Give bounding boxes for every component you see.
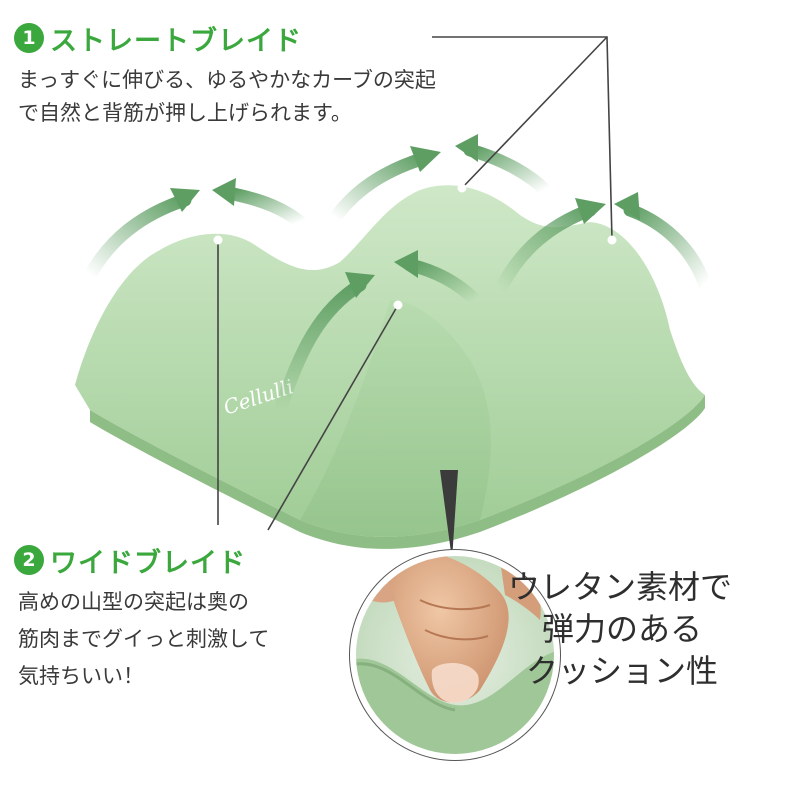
material-caption: ウレタン素材で 弾力のある クッション性 — [508, 566, 788, 692]
description-line: 気持ちいい！ — [18, 664, 144, 688]
feature-2-heading: 2 ワイドブレイド — [14, 540, 246, 580]
pointer-triangle — [440, 470, 458, 560]
arrow-icon — [273, 278, 367, 417]
caption-line: ウレタン素材で — [508, 568, 733, 606]
arrow-head-icon — [170, 188, 200, 212]
arrow-head-icon — [394, 250, 418, 278]
description-line: 高めの山型の突起は奥の — [18, 590, 249, 614]
feature-number-badge: 1 — [14, 23, 44, 53]
finger-icon — [384, 553, 509, 703]
arrow-head-icon — [455, 134, 478, 162]
arrow-icon — [83, 193, 192, 282]
caption-line: 弾力のある — [542, 610, 703, 648]
description-line: で自然と背筋が押し上げられます。 — [18, 101, 352, 125]
leader-dots — [213, 183, 617, 310]
arrow-icon — [221, 186, 307, 229]
leader-lines — [217, 36, 613, 531]
arrow-head-icon — [212, 178, 236, 206]
arrows-group — [83, 134, 712, 417]
arrow-icon — [328, 151, 432, 225]
feature-1-heading: 1 ストレートブレイド — [14, 18, 302, 58]
arrow-icon — [463, 143, 552, 197]
arrow-icon — [403, 258, 482, 307]
feature-2-description: 高めの山型の突起は奥の 筋肉までグイっと刺激して 気持ちいい！ — [18, 584, 269, 695]
feature-title: ワイドブレイド — [50, 547, 246, 579]
caption-line: クッション性 — [526, 652, 719, 690]
cushion-closeup — [349, 549, 561, 761]
arrow-icon — [493, 203, 597, 297]
arrow-head-icon — [614, 192, 640, 220]
feature-1-description: まっすぐに伸びる、ゆるやかなカーブの突起 で自然と背筋が押し上げられます。 — [18, 64, 436, 130]
arrow-head-icon — [575, 198, 606, 224]
arrow-head-icon — [345, 272, 375, 298]
feature-number-badge: 2 — [14, 545, 44, 575]
arrow-icon — [623, 203, 712, 292]
feature-title: ストレートブレイド — [50, 25, 302, 57]
description-line: 筋肉までグイっと刺激して — [18, 627, 270, 651]
arrow-head-icon — [410, 146, 441, 172]
description-line: まっすぐに伸びる、ゆるやかなカーブの突起 — [18, 68, 436, 92]
